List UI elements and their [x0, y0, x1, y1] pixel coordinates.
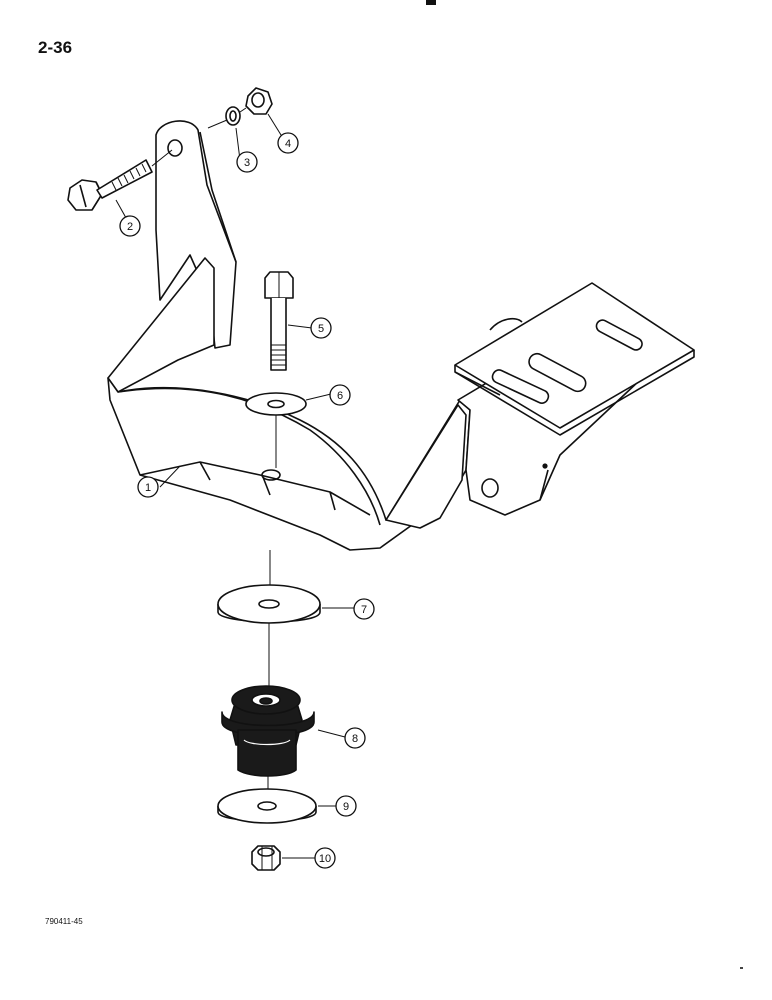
- nut-10: [251, 845, 281, 871]
- callout-2: 2: [119, 215, 141, 237]
- callout-3: 3: [236, 151, 258, 173]
- svg-text:10: 10: [319, 853, 331, 865]
- svg-text:1: 1: [145, 482, 151, 494]
- svg-text:7: 7: [361, 604, 367, 616]
- callout-1: 1: [137, 476, 159, 498]
- svg-text:8: 8: [352, 733, 358, 745]
- callout-5: 5: [310, 317, 332, 339]
- svg-text:6: 6: [337, 390, 343, 402]
- bolt-5: [264, 271, 294, 371]
- svg-text:4: 4: [285, 138, 291, 150]
- lock-washer-3: [207, 106, 241, 129]
- figure-code: 790411-45: [45, 917, 83, 926]
- mounting-bracket: [107, 120, 695, 551]
- rubber-isolator-8: [221, 685, 315, 777]
- callout-9: 9: [335, 795, 357, 817]
- bolt-2: [67, 149, 173, 211]
- callout-4: 4: [277, 132, 299, 154]
- top-edge-mark: [426, 0, 436, 5]
- large-washer-7: [217, 584, 321, 624]
- nut-4: [239, 87, 273, 115]
- callout-6: 6: [329, 384, 351, 406]
- washer-6: [245, 392, 307, 416]
- svg-text:2: 2: [127, 221, 133, 233]
- callout-8: 8: [344, 727, 366, 749]
- svg-text:9: 9: [343, 801, 349, 813]
- large-washer-9: [217, 788, 317, 824]
- callout-7: 7: [353, 598, 375, 620]
- svg-text:3: 3: [244, 157, 250, 169]
- page-number: 2-36: [38, 38, 73, 57]
- callout-10: 10: [314, 847, 336, 869]
- scan-mark: [740, 967, 743, 969]
- svg-text:5: 5: [318, 323, 324, 335]
